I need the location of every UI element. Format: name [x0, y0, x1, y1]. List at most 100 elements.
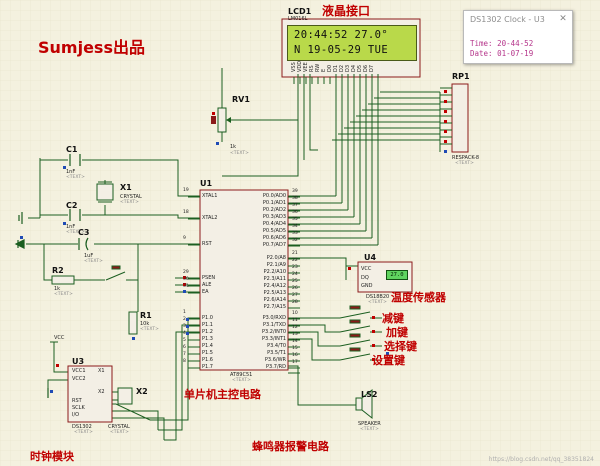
u1_pins_right-14: P2.6/A14 [263, 297, 286, 303]
time-value: 20-44-52 [497, 39, 534, 48]
ds1302-clock-popup[interactable]: DS1302 Clock - U3 ✕ Time: 20-44-52 Date:… [463, 10, 573, 64]
lcd-part: LM016L [288, 16, 308, 22]
u1-text: <TEXT> [232, 378, 251, 383]
key-select-label: 选择键 [384, 340, 417, 353]
u1_pins_right_num-8: 21 [292, 251, 298, 256]
vcc-label: VCC [54, 335, 65, 341]
u1_pins_right_num-20: 14 [292, 339, 298, 344]
u1_pins_right-22: P3.6/WR [264, 357, 286, 363]
key-set-label: 设置键 [372, 354, 405, 367]
u1_pins_left_num-2: 9 [183, 236, 186, 241]
u1_pins_right_num-2: 37 [292, 203, 298, 208]
ls2-part: SPEAKER [358, 421, 381, 427]
u1_pins_right-17: P3.1/TXD [263, 322, 286, 328]
lcd-line-2: N 19-05-29 TUE [294, 44, 389, 56]
u1-ref: U1 [200, 179, 213, 188]
u1_pins_right-21: P3.5/T1 [267, 350, 286, 356]
u1_pins_right_num-13: 26 [292, 286, 298, 291]
u3-pin-x1: X1 [98, 368, 105, 374]
u1-chip[interactable] [188, 189, 300, 371]
wires [26, 68, 441, 441]
r2-ref: R2 [52, 266, 64, 275]
c2-text: <TEXT> [66, 230, 85, 235]
u1_pins_left_num-9: 4 [183, 331, 186, 336]
rv1-ref: RV1 [232, 95, 250, 104]
key-buttons[interactable] [339, 305, 371, 361]
clock-module-label: 时钟模块 [30, 450, 74, 463]
u1_pins_right-4: P0.4/AD4 [262, 221, 286, 227]
rp1-ref: RP1 [452, 72, 470, 81]
u1_pins_right-15: P2.7/A15 [263, 304, 286, 310]
ground-symbols [14, 212, 49, 398]
u1_pins_right_num-6: 33 [292, 231, 298, 236]
u1_pins_right-5: P0.5/AD5 [262, 228, 286, 234]
popup-date-row: Date: 01-07-19 [470, 49, 533, 58]
resistor-r1[interactable] [128, 311, 138, 335]
u1_pins_left-5: EA [202, 289, 209, 295]
reset-button[interactable] [105, 265, 126, 281]
lcd-screen: 20:44:52 27.0° N 19-05-29 TUE [287, 25, 417, 61]
u1_pins_right_num-19: 13 [292, 332, 298, 337]
u3-ds1302[interactable] [67, 365, 113, 423]
rp1-resistor-pack[interactable] [440, 83, 469, 153]
capacitor-c2[interactable] [69, 209, 81, 221]
c2-ref: C2 [66, 201, 78, 210]
u1_pins_right-20: P3.4/T0 [267, 343, 286, 349]
u1_pins_right-8: P2.0/A8 [266, 255, 286, 261]
x1-text: <TEXT> [120, 200, 139, 205]
u1_pins_right-12: P2.4/A12 [263, 283, 286, 289]
u1_pins_right_num-5: 34 [292, 224, 298, 229]
u1_pins_right_num-23: 17 [292, 360, 298, 365]
c1-text: <TEXT> [66, 175, 85, 180]
u1_pins_right-23: P3.7/RD [266, 364, 286, 370]
u1_pins_right-3: P0.3/AD3 [262, 214, 286, 220]
u1_pins_left_num-5: 31 [183, 284, 189, 289]
u4-ref: U4 [364, 253, 377, 262]
r2-value: 1k [54, 286, 61, 292]
x2-ref: X2 [136, 387, 148, 396]
u1_pins_right-2: P0.2/AD2 [262, 207, 286, 213]
u1_pins_left-11: P1.5 [202, 350, 213, 356]
ls2-text: <TEXT> [360, 427, 379, 432]
u1_pins_right-1: P0.1/AD1 [262, 200, 286, 206]
u1_pins_right-11: P2.3/A11 [263, 276, 286, 282]
x2-text: <TEXT> [110, 430, 129, 435]
crystal-x1[interactable] [96, 181, 114, 203]
u1_pins_left-12: P1.6 [202, 357, 213, 363]
u1_pins_left_num-4: 30 [183, 277, 189, 282]
resistor-r2[interactable] [51, 275, 75, 285]
u1_pins_left_num-3: 29 [183, 270, 189, 275]
brand-title: Sumjess出品 [38, 38, 145, 57]
u1_pins_left-8: P1.2 [202, 329, 213, 335]
u1_pins_right-6: P0.6/AD6 [262, 235, 286, 241]
u1_pins_left-13: P1.7 [202, 364, 213, 370]
u1_pins_left_num-13: 8 [183, 359, 186, 364]
u1_pins_right-13: P2.5/A13 [263, 290, 286, 296]
x1-part: CRYSTAL [120, 194, 142, 200]
ls2-ref: LS2 [361, 390, 378, 399]
u3-pin-io: I/O [72, 412, 80, 418]
u1_pins_right_num-15: 28 [292, 300, 298, 305]
capacitor-c1[interactable] [69, 154, 81, 166]
u1_pins_right_num-10: 23 [292, 265, 298, 270]
capacitor-c3[interactable] [78, 237, 89, 251]
key-select-switch [339, 333, 371, 347]
c1-value: 1nF [66, 169, 76, 175]
close-icon[interactable]: ✕ [559, 14, 567, 24]
u1_pins_left_num-6: 1 [183, 310, 186, 315]
popup-title: DS1302 Clock - U3 [470, 15, 545, 24]
u1_pins_right_num-18: 12 [292, 325, 298, 330]
x2-part: CRYSTAL [108, 424, 130, 430]
popup-time-row: Time: 20-44-52 [470, 39, 533, 48]
u3-pin-sclk: SCLK [72, 405, 85, 411]
u1_pins_left-2: RST [202, 241, 212, 247]
u1_pins_left-6: P1.0 [202, 315, 213, 321]
key-plus-label: 加键 [386, 326, 408, 339]
pin-markers [20, 90, 447, 393]
potentiometer-rv1[interactable] [211, 107, 234, 133]
crystal-x2[interactable] [117, 387, 133, 405]
u1_pins_right_num-11: 24 [292, 272, 298, 277]
speaker-ls2[interactable] [355, 388, 373, 420]
c2-value: 1nF [66, 224, 76, 230]
u1_pins_left-3: PSEN [202, 275, 216, 281]
